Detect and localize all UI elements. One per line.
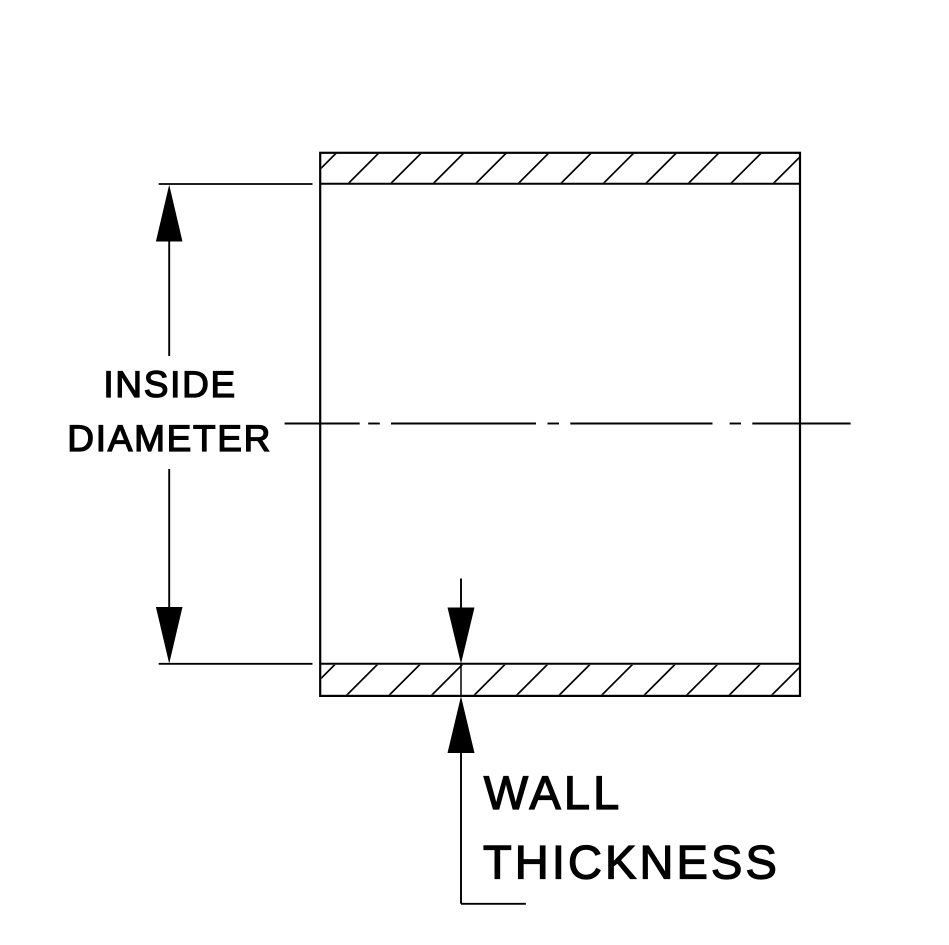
svg-text:THICKNESS: THICKNESS [483, 835, 780, 888]
svg-text:INSIDE: INSIDE [103, 364, 237, 405]
svg-text:DIAMETER: DIAMETER [67, 418, 272, 459]
svg-text:WALL: WALL [484, 766, 623, 819]
